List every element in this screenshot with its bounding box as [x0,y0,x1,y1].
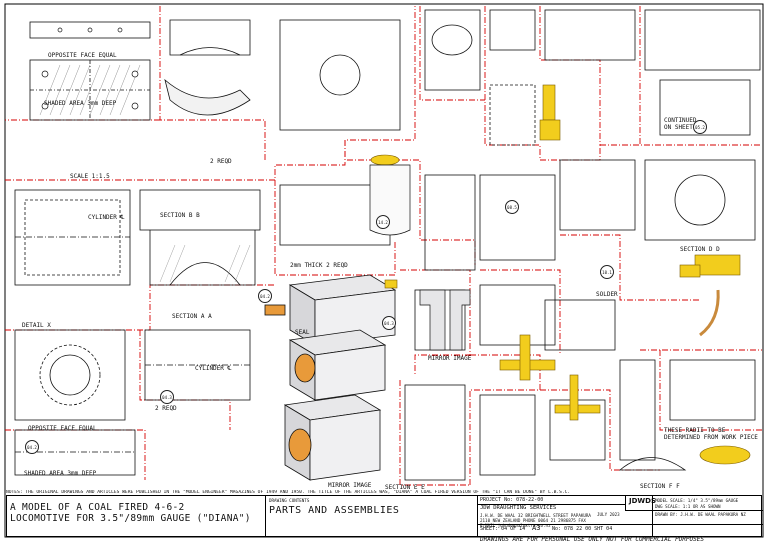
part-balloon: 04.3 [382,316,396,330]
annotation-section-aa: SECTION A A [172,313,212,320]
drawn-by: DRAWN BY: J.H.W. DE WAAL PAPAKURA NZ [655,512,746,517]
annotation-2-reqd-top: 2 REQD [210,158,232,165]
usage-notice: DRAWINGS ARE FOR PERSONAL USE ONLY NOT F… [480,536,704,543]
contents-label: DRAWING CONTENTS [269,498,310,503]
paper-size: A3 [532,524,541,532]
part-balloon: 08.5 [505,200,519,214]
part-balloon: 04.3 [160,390,174,404]
part-balloon: 05.2 [693,120,707,134]
company-address-2: 2110 NEW ZEALAND PHONE 0064 21 2986875 F… [480,518,586,523]
annotation-seal: SEAL [295,329,310,336]
annotation-section-ff: SECTION F F [640,483,680,490]
annotation-section-bb: SECTION B B [160,212,200,219]
company-name: JDW DRAUGHTING SERVICES [480,505,557,511]
annotation-determine-1: THESE RADII TO BE [664,427,726,434]
part-balloon: 10.1 [600,265,614,279]
annotation-detail-x: DETAIL X [22,322,51,329]
part-balloon: 14.2 [376,215,390,229]
jdwds-logo: JDWDS [629,497,656,505]
annotation-continued: CONTINUED [664,117,697,124]
drawing-number: No: 078 22 00 SHT 04 [552,526,613,532]
part-balloon: 04.2 [25,440,39,454]
company-address-3: E-MAIL johndewaal@xtra.co.nz [480,523,551,528]
sheet-number: SHEET: 04 OF 14 [480,526,526,532]
annotation-cylinder-2: CYLINDER ℄ [195,365,232,372]
model-scale: MODEL SCALE: 1/4" 3.5"/89mm GAUGE [655,498,739,503]
annotation-determine-2: DETERMINED FROM WORK PIECE [664,434,758,441]
annotation-2-reqd: 2 REQD [155,405,177,412]
annotation-opposite-face: OPPOSITE FACE EQUAL [48,52,117,59]
date: JULY 2023 [597,512,620,517]
annotation-mirror-image-2: MIRROR IMAGE [428,355,472,362]
company-address-1: J.H.W. DE WAAL 32 BRIGHTWELL STREET PAPA… [480,513,591,518]
annotation-2mm-thick: 2mm THICK 2 REQD [290,262,348,269]
annotation-section-dd: SECTION D D [680,246,720,253]
annotation-mirror-image: MIRROR IMAGE [328,482,372,489]
annotation-continued-2: ON SHEET 05 [664,124,704,131]
annotation-scale: SCALE 1:1.5 [70,173,110,180]
annotation-shaded-area: SHADED AREA 3mm DEEP [44,100,117,107]
annotation-cylinder: CYLINDER ℄ [88,214,125,221]
part-balloon: 04.2 [258,289,272,303]
dwg-scale: DWG SCALE: 1:1 OR AS SHOWN [655,504,721,509]
annotation-solder: SOLDER [596,291,618,298]
annotation-opposite-face-2: OPPOSITE FACE EQUAL [28,425,97,432]
drawing-notes: NOTES: THE ORIGINAL DRAWINGS AND ARTICLE… [6,490,571,495]
drawing-contents: PARTS AND ASSEMBLIES [269,505,400,516]
drawing-title: A MODEL OF A COAL FIRED 4-6-2 LOCOMOTIVE… [10,502,251,524]
annotation-section-ee: SECTION E E [385,484,425,491]
annotation-shaded-area-2: SHADED AREA 3mm DEEP [24,470,97,477]
project-number: PROJECT No: 078-22-00 [480,497,544,503]
title-block: A MODEL OF A COAL FIRED 4-6-2 LOCOMOTIVE… [6,495,763,537]
